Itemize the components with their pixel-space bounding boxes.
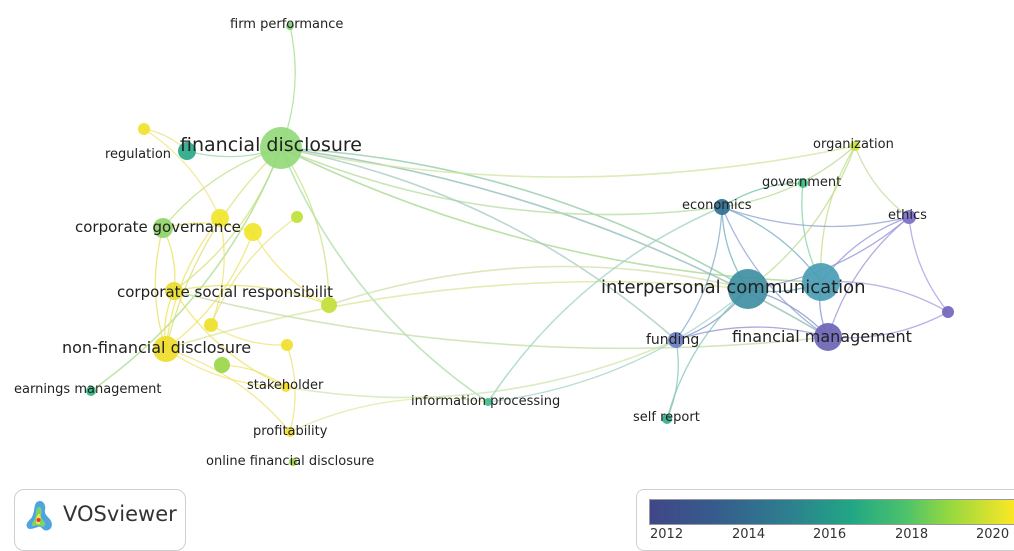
edge-ethics-p1	[908, 216, 949, 313]
label-non-financial-disclosure[interactable]: non-financial disclosure	[62, 338, 252, 357]
node-y7[interactable]	[214, 357, 230, 373]
edge-y2-y4	[252, 231, 330, 306]
node-profitability[interactable]	[285, 427, 295, 437]
edge-organization-ethics	[854, 145, 910, 218]
edge-profitability-information-processing	[289, 397, 489, 433]
edge-non-financial-disclosure-y1	[165, 217, 221, 350]
node-self-report[interactable]	[662, 414, 672, 424]
edge-non-financial-disclosure-interpersonal-communication	[165, 280, 749, 350]
node-y1[interactable]	[211, 209, 229, 227]
label-self-report[interactable]: self report	[633, 410, 700, 425]
edge-ethics-economics	[721, 206, 910, 228]
node-organization[interactable]	[850, 141, 860, 151]
node-y8[interactable]	[138, 123, 150, 135]
node-government[interactable]	[798, 178, 808, 188]
label-organization[interactable]: organization	[813, 137, 894, 152]
node-financial-disclosure[interactable]	[260, 127, 302, 169]
edge-information-processing-economics	[487, 206, 723, 403]
node-stakeholder[interactable]	[281, 382, 291, 392]
color-scale-bar	[649, 499, 1014, 525]
node-corporate-governance[interactable]	[153, 218, 173, 238]
edge-interpersonal-communication-self-report	[666, 288, 749, 420]
edge-y5-y6	[210, 324, 288, 346]
node-non-financial-disclosure[interactable]	[153, 336, 179, 362]
label-information-processing[interactable]: information processing	[411, 394, 561, 409]
edge-y1-y5	[210, 217, 225, 326]
edge-financial-management-ethics	[827, 216, 910, 338]
edge-funding-self-report	[666, 339, 679, 420]
edge-corporate-social-responsibility-stakeholder	[173, 290, 287, 388]
edge-funding-economics	[675, 206, 723, 341]
node-y4[interactable]	[321, 297, 337, 313]
edge-financial-disclosure-y4	[280, 147, 330, 306]
edge-financial-disclosure-organization	[280, 145, 856, 178]
edge-corporate-social-responsibility-y4	[173, 284, 330, 306]
edge-interpersonal-communication-organization	[747, 145, 856, 290]
edge-non-financial-disclosure-stakeholder	[165, 348, 287, 388]
node-interpersonal-communication-2[interactable]	[802, 263, 840, 301]
node-y6[interactable]	[281, 339, 293, 351]
node-information-processing[interactable]	[484, 398, 492, 406]
label-corporate-governance[interactable]: corporate governance	[75, 218, 241, 236]
edge-y8-y1	[143, 128, 221, 219]
edge-financial-management-p1	[827, 311, 949, 339]
edge-financial-disclosure-interpersonal-communication	[280, 147, 749, 290]
label-interpersonal-communication[interactable]: interpersonal communication	[601, 277, 866, 298]
label-stakeholder[interactable]: stakeholder	[247, 378, 324, 393]
edge-corporate-governance-non-financial-disclosure	[154, 227, 167, 350]
legend-tick-2014: 2014	[732, 527, 766, 542]
label-firm-performance[interactable]: firm performance	[230, 17, 344, 32]
vosviewer-logo-text: VOSviewer	[63, 502, 177, 526]
label-government[interactable]: government	[762, 175, 842, 190]
edge-y4-interpersonal-communication	[328, 265, 749, 306]
label-profitability[interactable]: profitability	[253, 424, 328, 439]
label-financial-management[interactable]: financial management	[732, 327, 912, 346]
edge-non-financial-disclosure-profitability	[165, 348, 291, 433]
edge-financial-disclosure-information-processing	[280, 147, 489, 403]
node-financial-management[interactable]	[814, 323, 842, 351]
label-corporate-social-responsibility[interactable]: corporate social responsibilit	[117, 283, 334, 301]
node-earnings-management[interactable]	[86, 386, 96, 396]
label-economics[interactable]: economics	[682, 198, 752, 213]
vosviewer-logo: VOSviewer	[14, 489, 186, 551]
nodes-layer	[86, 22, 954, 466]
label-financial-disclosure[interactable]: financial disclosure	[180, 134, 362, 156]
node-y3[interactable]	[291, 211, 303, 223]
edge-stakeholder-funding	[285, 339, 677, 399]
edge-y3-y5	[210, 216, 298, 326]
color-legend: 2012 2014 2016 2018 2020	[636, 489, 1014, 551]
label-online-financial-disclosure[interactable]: online financial disclosure	[206, 454, 375, 469]
edge-organization-economics	[721, 145, 856, 208]
label-funding[interactable]: funding	[646, 332, 700, 348]
node-corporate-social-responsibility[interactable]	[165, 282, 183, 300]
node-regulation[interactable]	[178, 142, 196, 160]
node-y2[interactable]	[244, 223, 262, 241]
node-ethics[interactable]	[902, 210, 916, 224]
edge-financial-disclosure-funding	[280, 147, 677, 341]
edge-financial-disclosure-economics	[280, 147, 723, 216]
node-online-financial-disclosure[interactable]	[289, 458, 297, 466]
legend-tick-2012: 2012	[650, 527, 684, 542]
label-regulation[interactable]: regulation	[105, 147, 172, 162]
node-firm-performance[interactable]	[286, 22, 294, 30]
label-ethics[interactable]: ethics	[888, 208, 927, 223]
node-y5[interactable]	[204, 318, 218, 332]
edge-financial-disclosure-earnings-management	[90, 147, 282, 392]
node-funding[interactable]	[668, 332, 684, 348]
vosviewer-logo-icon	[26, 501, 52, 531]
edge-corporate-social-responsibility-financial-management	[173, 290, 829, 350]
edge-government-economics	[721, 182, 804, 208]
edge-non-financial-disclosure-y2	[165, 231, 254, 350]
legend-tick-2018: 2018	[895, 527, 929, 542]
node-p1[interactable]	[942, 306, 954, 318]
legend-tick-2016: 2016	[813, 527, 847, 542]
edge-information-processing-interpersonal-communication	[487, 288, 749, 403]
node-economics[interactable]	[714, 199, 730, 215]
edge-financial-management-funding	[675, 326, 829, 341]
legend-tick-2020: 2020	[976, 527, 1010, 542]
node-interpersonal-communication[interactable]	[728, 269, 768, 309]
label-earnings-management[interactable]: earnings management	[14, 382, 162, 397]
